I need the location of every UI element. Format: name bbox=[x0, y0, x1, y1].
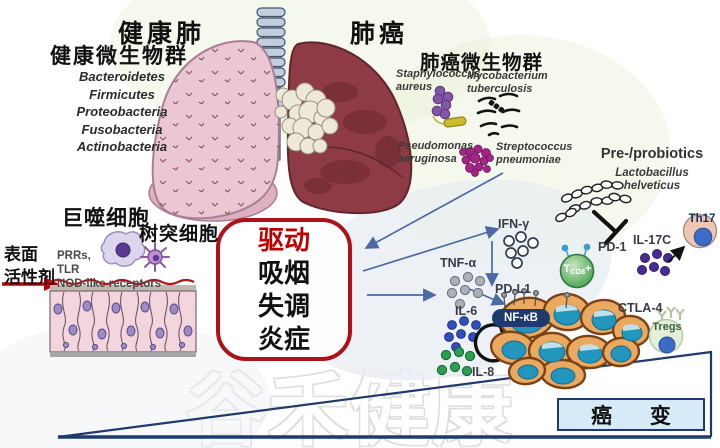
label-il17c: IL-17C bbox=[633, 233, 672, 247]
label-pd1: PD-1 bbox=[598, 240, 627, 254]
taxa-item: Proteobacteria bbox=[76, 104, 168, 119]
tumor-mass bbox=[274, 82, 339, 155]
pathway-arrows bbox=[362, 172, 506, 306]
tnf-alpha-icon bbox=[446, 271, 486, 310]
taxa-item: Actinobacteria bbox=[76, 139, 168, 154]
driver-line-drive: 驱动 bbox=[257, 224, 310, 255]
mycobacterium-icon bbox=[476, 92, 521, 137]
label-surfactant: 表面 活性剂 bbox=[4, 245, 55, 287]
label-tregs: Tregs bbox=[652, 321, 682, 333]
label-lactobacillus: Lactobacillus helveticus bbox=[615, 167, 689, 192]
label-ifn-gamma: IFN-γ bbox=[498, 217, 530, 231]
label-tcd8: TCD8+ bbox=[563, 263, 592, 276]
outcome-canceration-box: 癌 变 bbox=[557, 398, 705, 431]
label-th17: Th17 bbox=[688, 213, 716, 225]
title-lung-cancer: 肺癌 bbox=[350, 20, 409, 48]
epithelium-illustration bbox=[49, 285, 197, 357]
tregs-cell bbox=[648, 306, 685, 354]
label-streptococcus: Streptococcus pneumoniae bbox=[496, 141, 573, 166]
label-receptors: PRRs, TLR NOD-like receptors bbox=[57, 250, 162, 290]
cancer-lung-illustration bbox=[274, 41, 413, 215]
il8-icon bbox=[436, 346, 476, 377]
taxa-item: Bacteroidetes bbox=[79, 69, 165, 84]
inhibition-bar bbox=[591, 209, 629, 246]
mycobacterium-banded-rod bbox=[488, 99, 505, 113]
pdl1-pins bbox=[500, 287, 571, 309]
macrophage-icon bbox=[100, 231, 146, 267]
surfactant-arrow bbox=[2, 277, 195, 291]
label-il6: IL-6 bbox=[455, 304, 478, 318]
ifn-gamma-icon bbox=[503, 231, 539, 269]
tcd8-cell bbox=[559, 243, 595, 289]
pseudomonas-icon bbox=[432, 115, 467, 128]
il6-icon bbox=[444, 316, 481, 352]
heading-cancer-microbiome: 肺癌微生物群 bbox=[420, 52, 544, 74]
label-mycobacterium: Mycobacterium tuberculosis bbox=[467, 70, 548, 95]
il17c-icon bbox=[637, 249, 673, 276]
th17-cell bbox=[682, 213, 718, 249]
label-pdl1: PD-L1 bbox=[495, 282, 532, 296]
label-nfkb: NF-κB bbox=[492, 309, 550, 327]
label-dendritic-cell: 树突细胞 bbox=[139, 224, 220, 245]
driver-line-dysbiosis: 失调 bbox=[257, 290, 310, 321]
label-ctla4: CTLA-4 bbox=[618, 301, 663, 315]
taxa-item: Firmicutes bbox=[89, 86, 155, 102]
label-staph-aureus: Staphylococcus aureus bbox=[396, 68, 481, 93]
il17c-to-th17-arrow bbox=[667, 245, 686, 263]
staph-aureus-icon bbox=[431, 85, 454, 120]
healthy-lung-illustration bbox=[148, 40, 280, 222]
label-il8: IL-8 bbox=[472, 365, 495, 379]
driver-box: 驱动 吸烟 失调 炎症 bbox=[216, 218, 352, 361]
title-healthy-lung: 健康肺 bbox=[118, 20, 206, 48]
label-tnf-alpha: TNF-α bbox=[440, 256, 477, 270]
label-macrophage: 巨噬细胞 bbox=[62, 207, 150, 230]
canceration-wedge bbox=[57, 350, 713, 439]
tumor-cell-cluster bbox=[489, 287, 651, 390]
taxa-item: Fusobacteria bbox=[81, 121, 163, 137]
streptococcus-icon bbox=[459, 144, 494, 177]
heading-probiotics: Pre-/probiotics bbox=[600, 146, 704, 162]
healthy-taxa-list: Bacteroidetes Firmicutes Proteobacteria … bbox=[38, 68, 206, 156]
outcome-label: 癌 变 bbox=[591, 404, 687, 428]
driver-line-smoking: 吸烟 bbox=[257, 257, 310, 288]
heading-healthy-microbiome: 健康微生物群 bbox=[50, 45, 188, 68]
driver-line-inflammation: 炎症 bbox=[257, 323, 310, 354]
label-pseudomonas: Pseudomonas aeruginosa bbox=[398, 140, 474, 165]
probiotic-bacteria-icon bbox=[555, 180, 632, 223]
dendritic-cell-icon bbox=[140, 242, 170, 272]
